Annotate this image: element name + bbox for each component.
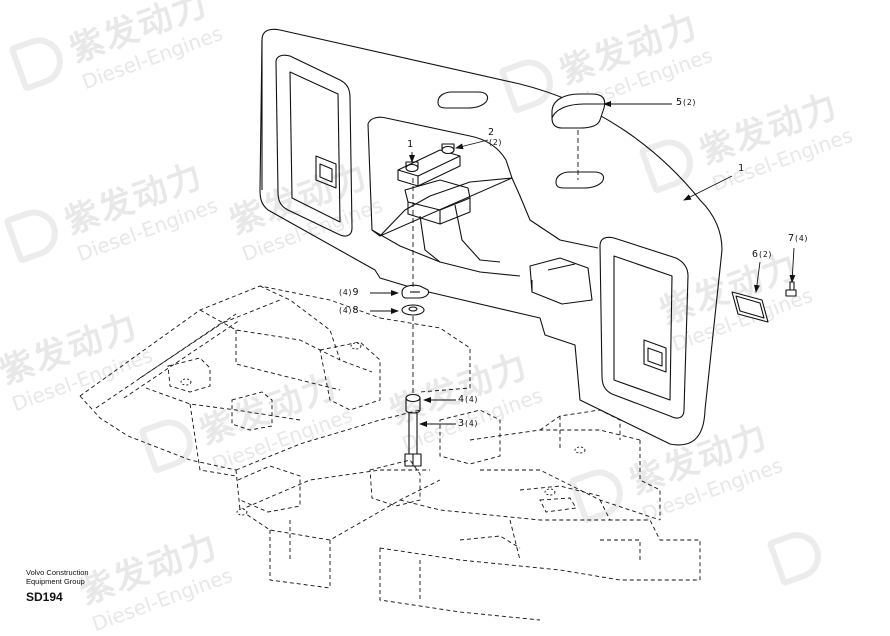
shim — [401, 284, 430, 299]
company-line-2: Equipment Group — [26, 577, 85, 586]
small-bolt — [785, 281, 797, 297]
footer: Volvo Construction Equipment Group SD194 — [26, 568, 89, 604]
company-line-1: Volvo Construction — [26, 568, 89, 577]
callout-3: 3(4) — [458, 419, 478, 429]
callout-number: 7 — [788, 233, 795, 244]
lifting-eye-cap — [551, 93, 606, 129]
callout-number: 4 — [458, 394, 465, 405]
callout-number: 5 — [676, 97, 683, 108]
callout-number: 2 — [488, 127, 495, 138]
callout-number: 3 — [458, 418, 465, 429]
frame-bolt — [236, 508, 248, 516]
leader-7 — [789, 247, 796, 283]
frame-bolt — [350, 342, 362, 350]
drawing-code: SD194 — [26, 590, 63, 604]
callout-quantity: (4) — [338, 288, 353, 297]
washer — [401, 304, 425, 316]
callout-number: 6 — [752, 249, 759, 260]
counterweight — [259, 28, 723, 446]
callout-6: 6(2) — [752, 250, 772, 260]
frame-bolt — [574, 446, 586, 454]
callout-7: 7(4) — [788, 234, 808, 244]
leader-6 — [753, 261, 761, 293]
callout-number: 8 — [352, 305, 359, 316]
callout-1: 1 — [738, 164, 744, 174]
callout-quantity: (2) — [488, 138, 503, 147]
callout-quantity: (4) — [464, 419, 479, 428]
cover-plate — [731, 291, 769, 323]
callout-quantity: (4) — [464, 395, 479, 404]
mounting-bracket — [397, 143, 461, 187]
callout-1b: 1 — [407, 140, 413, 150]
callout-9: (4)9 — [338, 288, 358, 298]
callout-quantity: (4) — [338, 306, 353, 315]
callout-4: 4(4) — [458, 395, 478, 405]
callout-8: (4)8 — [338, 306, 358, 316]
leader-2 — [455, 139, 489, 150]
frame-bolt — [544, 488, 556, 496]
callout-5: 5(2) — [676, 98, 696, 108]
callout-number: 1 — [738, 163, 745, 174]
frame-bolt — [180, 378, 192, 386]
callout-quantity: (2) — [758, 250, 773, 259]
callout-quantity: (4) — [794, 234, 809, 243]
callout-number: 9 — [352, 287, 359, 298]
frame-outline — [79, 285, 701, 621]
leader-1 — [683, 175, 733, 201]
mounting-bolt — [404, 412, 422, 467]
callout-quantity: (2) — [682, 98, 697, 107]
callout-2: 2 (2) — [488, 128, 502, 148]
callout-number: 1 — [407, 139, 414, 150]
spacer — [405, 393, 421, 414]
